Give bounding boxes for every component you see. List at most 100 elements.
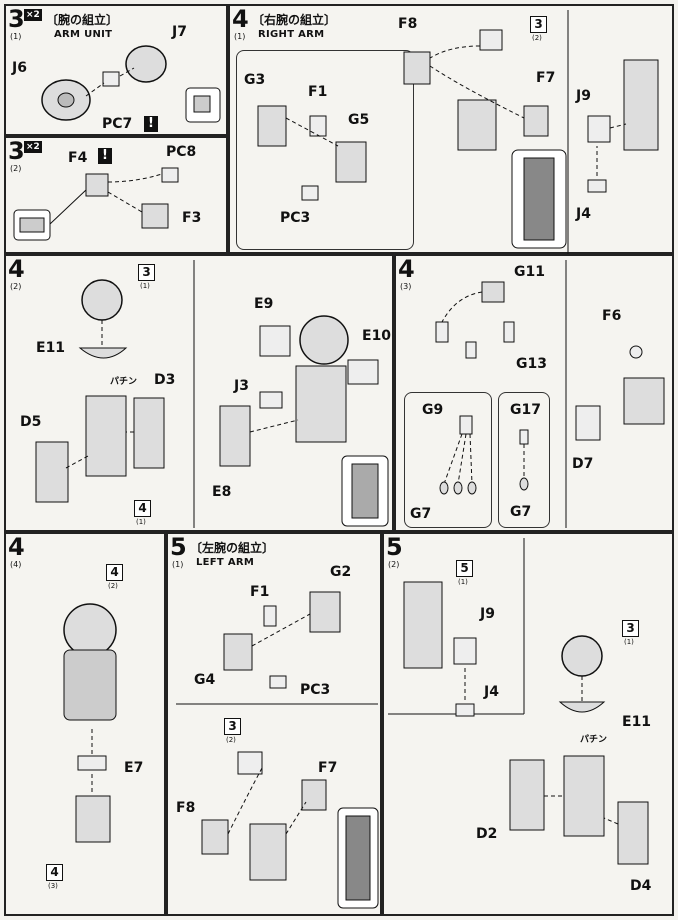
reference-box-sub: (1) — [624, 638, 634, 646]
panel-step-4-4: 4 (4) 4 (2) E7 4 (3) — [4, 532, 166, 916]
step-title-jp: 〔右腕の組立〕 — [252, 13, 337, 27]
step-title-jp: 〔腕の組立〕 — [46, 13, 119, 27]
step-sub: (2) — [388, 560, 400, 569]
part-label-f1: F1 — [250, 584, 270, 600]
reference-box: 3 — [138, 264, 155, 281]
reference-box: 4 — [134, 500, 151, 517]
right-arm-diagram — [257, 10, 659, 254]
step-number: 3 — [8, 5, 25, 33]
reference-box-sub: (3) — [48, 882, 58, 890]
part-label-f6: F6 — [602, 308, 622, 324]
reference-box: 3 — [224, 718, 241, 735]
part-label-f3: F3 — [182, 210, 202, 226]
part-label-j9: J9 — [480, 606, 495, 622]
part-label-d3: D3 — [154, 372, 176, 388]
part-label-pc8: PC8 — [166, 144, 197, 160]
part-label-e9: E9 — [254, 296, 274, 312]
part-label-j6: J6 — [12, 60, 27, 76]
step-title-en: LEFT ARM — [196, 557, 255, 568]
part-label-f4: F4 — [68, 150, 88, 166]
left-arm-final-diagram — [388, 538, 649, 865]
step-sub: (2) — [10, 164, 22, 173]
reference-box: 4 — [106, 564, 123, 581]
reference-box-sub: (1) — [458, 578, 468, 586]
part-label-j4: J4 — [484, 684, 499, 700]
part-label-d4: D4 — [630, 878, 652, 894]
part-label-f7: F7 — [318, 760, 338, 776]
reference-box: 3 — [622, 620, 639, 637]
snap-sound-label: パチン — [110, 377, 138, 387]
reference-box: 4 — [46, 864, 63, 881]
hand-diagram — [435, 260, 665, 528]
fingers-subframe-b — [498, 392, 550, 528]
part-label-pc3: PC3 — [300, 682, 331, 698]
part-label-g17: G17 — [510, 402, 541, 418]
part-label-pc3: PC3 — [280, 210, 311, 226]
panel-step-5-2: 5 (2) 5 (1) J9 J4 3 (1) E11 パチン D2 D4 — [382, 532, 674, 916]
shoulder-joint-diagram — [13, 167, 179, 241]
panel-step-4-3: 4 (3) G11 G13 F6 D7 G9 — [394, 254, 674, 532]
step-sub: (3) — [400, 282, 412, 291]
panel-step-4-2: 4 (2) 3 (1) E11 パチン D3 D5 4 — [4, 254, 394, 532]
part-label-g7a: G7 — [410, 506, 432, 522]
part-label-e11: E11 — [622, 714, 652, 730]
step-sub: (1) — [234, 32, 246, 41]
reference-box: 3 — [530, 16, 547, 33]
reference-box-sub: (1) — [136, 518, 146, 526]
part-label-f1: F1 — [308, 84, 328, 100]
reference-box-sub: (1) — [140, 282, 150, 290]
step-title-en: RIGHT ARM — [258, 29, 325, 40]
part-label-d2: D2 — [476, 826, 498, 842]
forearm-subassembly-frame — [236, 50, 414, 250]
step-number: 4 — [232, 5, 249, 33]
arm-unit-diagram — [41, 45, 221, 123]
panel-step-4-1: 4 (1) 〔右腕の組立〕 RIGHT ARM F8 G3 — [228, 4, 674, 254]
part-label-e10: E10 — [362, 328, 392, 344]
step-number: 3 — [8, 137, 25, 165]
part-label-g2: G2 — [330, 564, 352, 580]
multiplier-badge: ×2 — [24, 141, 42, 153]
panel-step-5-1: 5 (1) 〔左腕の組立〕 LEFT ARM F1 G2 G4 PC3 3 (2… — [166, 532, 382, 916]
reference-box-sub: (2) — [108, 582, 118, 590]
caution-icon: ! — [144, 116, 158, 132]
part-label-g3: G3 — [244, 72, 266, 88]
part-label-g4: G4 — [194, 672, 216, 688]
step-sub: (2) — [10, 282, 22, 291]
step-title-en: ARM UNIT — [54, 29, 113, 40]
part-label-g11: G11 — [514, 264, 545, 280]
left-arm-diagram — [176, 591, 379, 909]
step-number: 4 — [398, 255, 415, 283]
reference-box: 5 — [456, 560, 473, 577]
reference-box-sub: (2) — [226, 736, 236, 744]
arm-assembly-diagram — [63, 603, 117, 843]
part-label-e8: E8 — [212, 484, 232, 500]
part-label-pc7: PC7 — [102, 116, 133, 132]
part-label-e7: E7 — [124, 760, 144, 776]
step-number: 5 — [170, 533, 187, 561]
step-number: 4 — [8, 533, 25, 561]
panel-step-3-1: 3 ×2 (1) 〔腕の組立〕 ARM UNIT J7 J6 PC7 ! — [4, 4, 228, 136]
part-label-f7: F7 — [536, 70, 556, 86]
part-label-g9: G9 — [422, 402, 444, 418]
upper-arm-diagram — [35, 260, 389, 528]
part-label-e11: E11 — [36, 340, 66, 356]
part-label-d5: D5 — [20, 414, 42, 430]
step-sub: (1) — [10, 32, 22, 41]
caution-icon: ! — [98, 148, 112, 164]
part-label-g7b: G7 — [510, 504, 532, 520]
step-number: 4 — [8, 255, 25, 283]
reference-box-sub: (2) — [532, 34, 542, 42]
panel-step-3-2: 3 ×2 (2) F4 ! PC8 F3 — [4, 136, 228, 254]
step-sub: (4) — [10, 560, 22, 569]
step-number: 5 — [386, 533, 403, 561]
part-label-f8: F8 — [176, 800, 196, 816]
part-label-j9: J9 — [576, 88, 591, 104]
part-label-g5: G5 — [348, 112, 370, 128]
part-label-g13: G13 — [516, 356, 547, 372]
snap-sound-label: パチン — [580, 735, 608, 745]
step-title-jp: 〔左腕の組立〕 — [190, 541, 275, 555]
multiplier-badge: ×2 — [24, 9, 42, 21]
part-label-j7: J7 — [172, 24, 187, 40]
fingers-subframe-a — [404, 392, 492, 528]
